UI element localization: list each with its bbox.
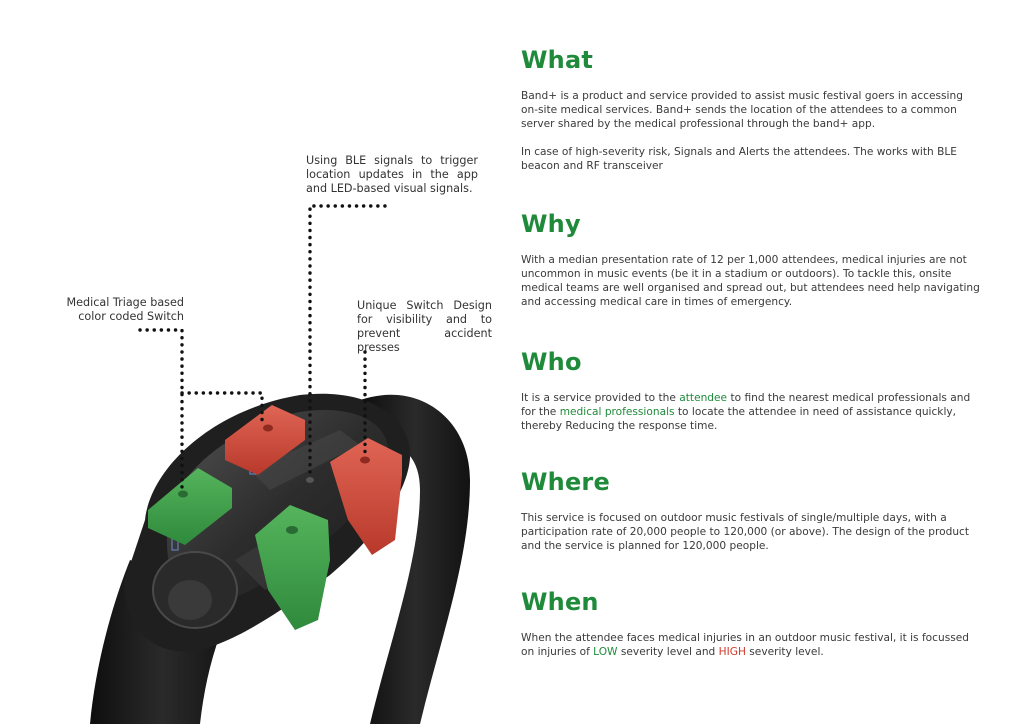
section-when: When When the attendee faces medical inj…: [521, 588, 981, 659]
callout-triage: Medical Triage based color coded Switch: [66, 296, 184, 323]
section-what: What Band+ is a product and service prov…: [521, 46, 981, 173]
section-where: Where This service is focused on outdoor…: [521, 468, 981, 553]
who-paragraph: It is a service provided to the attendee…: [521, 392, 971, 432]
section-why: Why With a median presentation rate of 1…: [521, 210, 981, 309]
highlight-medical-professionals: medical professionals: [559, 406, 675, 418]
callout-ble: Using BLE signals to trigger location up…: [306, 154, 478, 195]
green-switch-front: [255, 505, 330, 630]
when-paragraph: When the attendee faces medical injuries…: [521, 632, 969, 658]
what-paragraph-2: In case of high-severity risk, Signals a…: [521, 146, 957, 172]
heading-when: When: [521, 588, 599, 616]
severity-high: HIGH: [718, 646, 746, 658]
section-who: Who It is a service provided to the atte…: [521, 348, 981, 433]
band-glass-shell: [166, 409, 389, 606]
red-switch-right: [330, 438, 402, 555]
what-paragraph-1: Band+ is a product and service provided …: [521, 90, 963, 130]
red-switch-top: [225, 405, 305, 475]
callout-switch: Unique Switch Design for visibility and …: [357, 299, 492, 354]
heading-who: Who: [521, 348, 582, 376]
green-switch-left: [148, 468, 232, 545]
band-illustration: [90, 204, 470, 724]
why-paragraph: With a median presentation rate of 12 pe…: [521, 254, 980, 308]
severity-low: LOW: [593, 646, 618, 658]
leader-lines: [138, 204, 387, 492]
highlight-attendee: attendee: [679, 392, 728, 404]
heading-what: What: [521, 46, 594, 74]
where-paragraph: This service is focused on outdoor music…: [521, 512, 970, 552]
heading-why: Why: [521, 210, 581, 238]
led-dot: [306, 477, 314, 483]
band-strap-back: [360, 394, 470, 724]
heading-where: Where: [521, 468, 610, 496]
